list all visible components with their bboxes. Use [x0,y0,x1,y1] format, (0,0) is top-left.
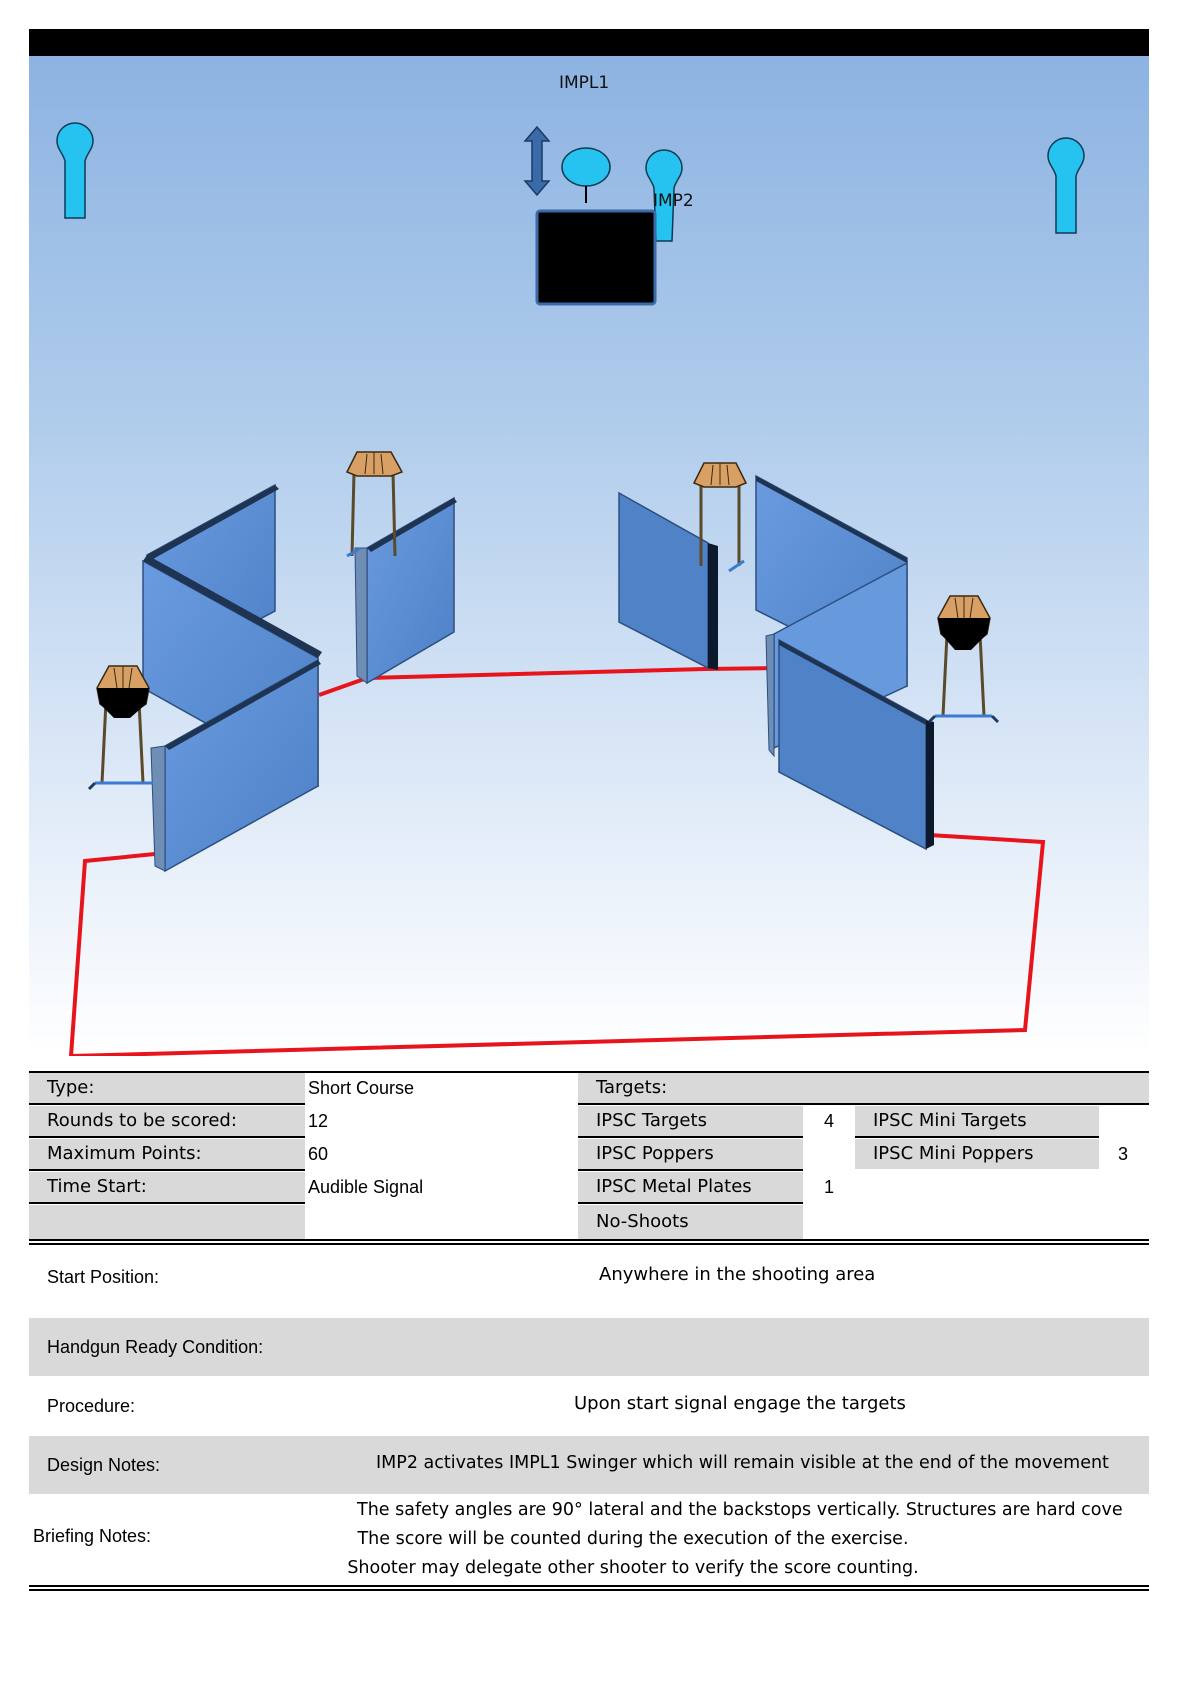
points-label: Maximum Points: [29,1139,305,1169]
popper-imp2 [645,149,683,242]
row-rule [578,1202,803,1204]
mini-poppers-label: IPSC Mini Poppers [855,1139,1099,1169]
time-start-label: Time Start: [29,1172,305,1202]
table-bottom-rule [29,1239,1149,1241]
swinger-impl1 [523,125,657,306]
design-notes-value: IMP2 activates IMPL1 Swinger which will … [376,1453,1109,1473]
ipsc-targets-label: IPSC Targets [578,1106,803,1136]
row-rule [29,1136,305,1138]
metal-plates-label: IPSC Metal Plates [578,1172,803,1202]
target-center-right [692,462,748,488]
type-label: Type: [29,1073,305,1103]
row-rule [578,1103,1149,1105]
target-stand-center-left [346,471,397,558]
ready-condition-section: Handgun Ready Condition: [29,1318,1149,1376]
imp2-label: IMP2 [653,191,694,211]
target-stand-left [87,700,153,791]
left-wall-group [142,483,457,873]
procedure-value: Upon start signal engage the targets [574,1393,906,1414]
time-start-value: Audible Signal [308,1177,424,1197]
row-rule [29,1202,305,1204]
stage-diagram: IMPL1 IMP2 [29,56,1149,1056]
row-rule [578,1169,803,1171]
target-center-left [345,451,404,477]
fault-line-inner [318,666,779,697]
mini-targets-label: IPSC Mini Targets [855,1106,1099,1136]
points-value: 60 [308,1144,329,1164]
start-position-label: Start Position: [47,1267,160,1287]
briefing-line-3: Shooter may delegate other shooter to ve… [347,1558,919,1578]
footer-rule [29,1585,1149,1587]
targets-label: Targets: [578,1073,1149,1103]
table-top-rule [29,1071,1149,1073]
metal-plates-value: 1 [824,1177,835,1197]
mini-poppers-value: 3 [1118,1144,1129,1164]
right-wall-group [618,474,934,851]
target-left-lower [96,665,150,718]
briefing-notes-section: Briefing Notes: The safety angles are 90… [29,1496,1149,1582]
header-bar [29,29,1149,56]
empty-label-cell [29,1205,305,1239]
procedure-label: Procedure: [47,1396,136,1416]
briefing-notes-label: Briefing Notes: [33,1526,152,1546]
ipsc-poppers-label: IPSC Poppers [578,1139,803,1169]
fault-line [68,833,1046,1056]
no-shoots-label: No-Shoots [578,1205,803,1239]
stage-drawing [56,122,1085,1056]
row-rule [29,1169,305,1171]
design-notes-label: Design Notes: [47,1455,161,1475]
type-value: Short Course [308,1078,415,1098]
target-stand-right [927,633,1000,724]
ready-condition-label: Handgun Ready Condition: [47,1337,264,1357]
design-notes-section: Design Notes: IMP2 activates IMPL1 Swing… [29,1436,1149,1494]
briefing-line-2: The score will be counted during the exe… [357,1529,909,1549]
table-bottom-rule-2 [29,1243,1149,1245]
popper-right [1047,137,1085,234]
procedure-section: Procedure: Upon start signal engage the … [29,1377,1149,1435]
ipsc-targets-value: 4 [824,1111,835,1131]
row-rule [578,1136,803,1138]
rounds-value: 12 [308,1111,329,1131]
row-rule [29,1103,305,1105]
start-position-value: Anywhere in the shooting area [599,1264,876,1285]
target-right-lower [937,595,991,650]
rounds-label: Rounds to be scored: [29,1106,305,1136]
briefing-line-1: The safety angles are 90° lateral and th… [357,1500,1123,1520]
impl1-label: IMPL1 [559,73,610,93]
popper-left [56,122,94,219]
target-stand-center-right [699,483,745,573]
row-rule [855,1136,1099,1138]
start-position-section: Start Position: Anywhere in the shooting… [29,1248,1149,1306]
footer-rule-2 [29,1589,1149,1591]
